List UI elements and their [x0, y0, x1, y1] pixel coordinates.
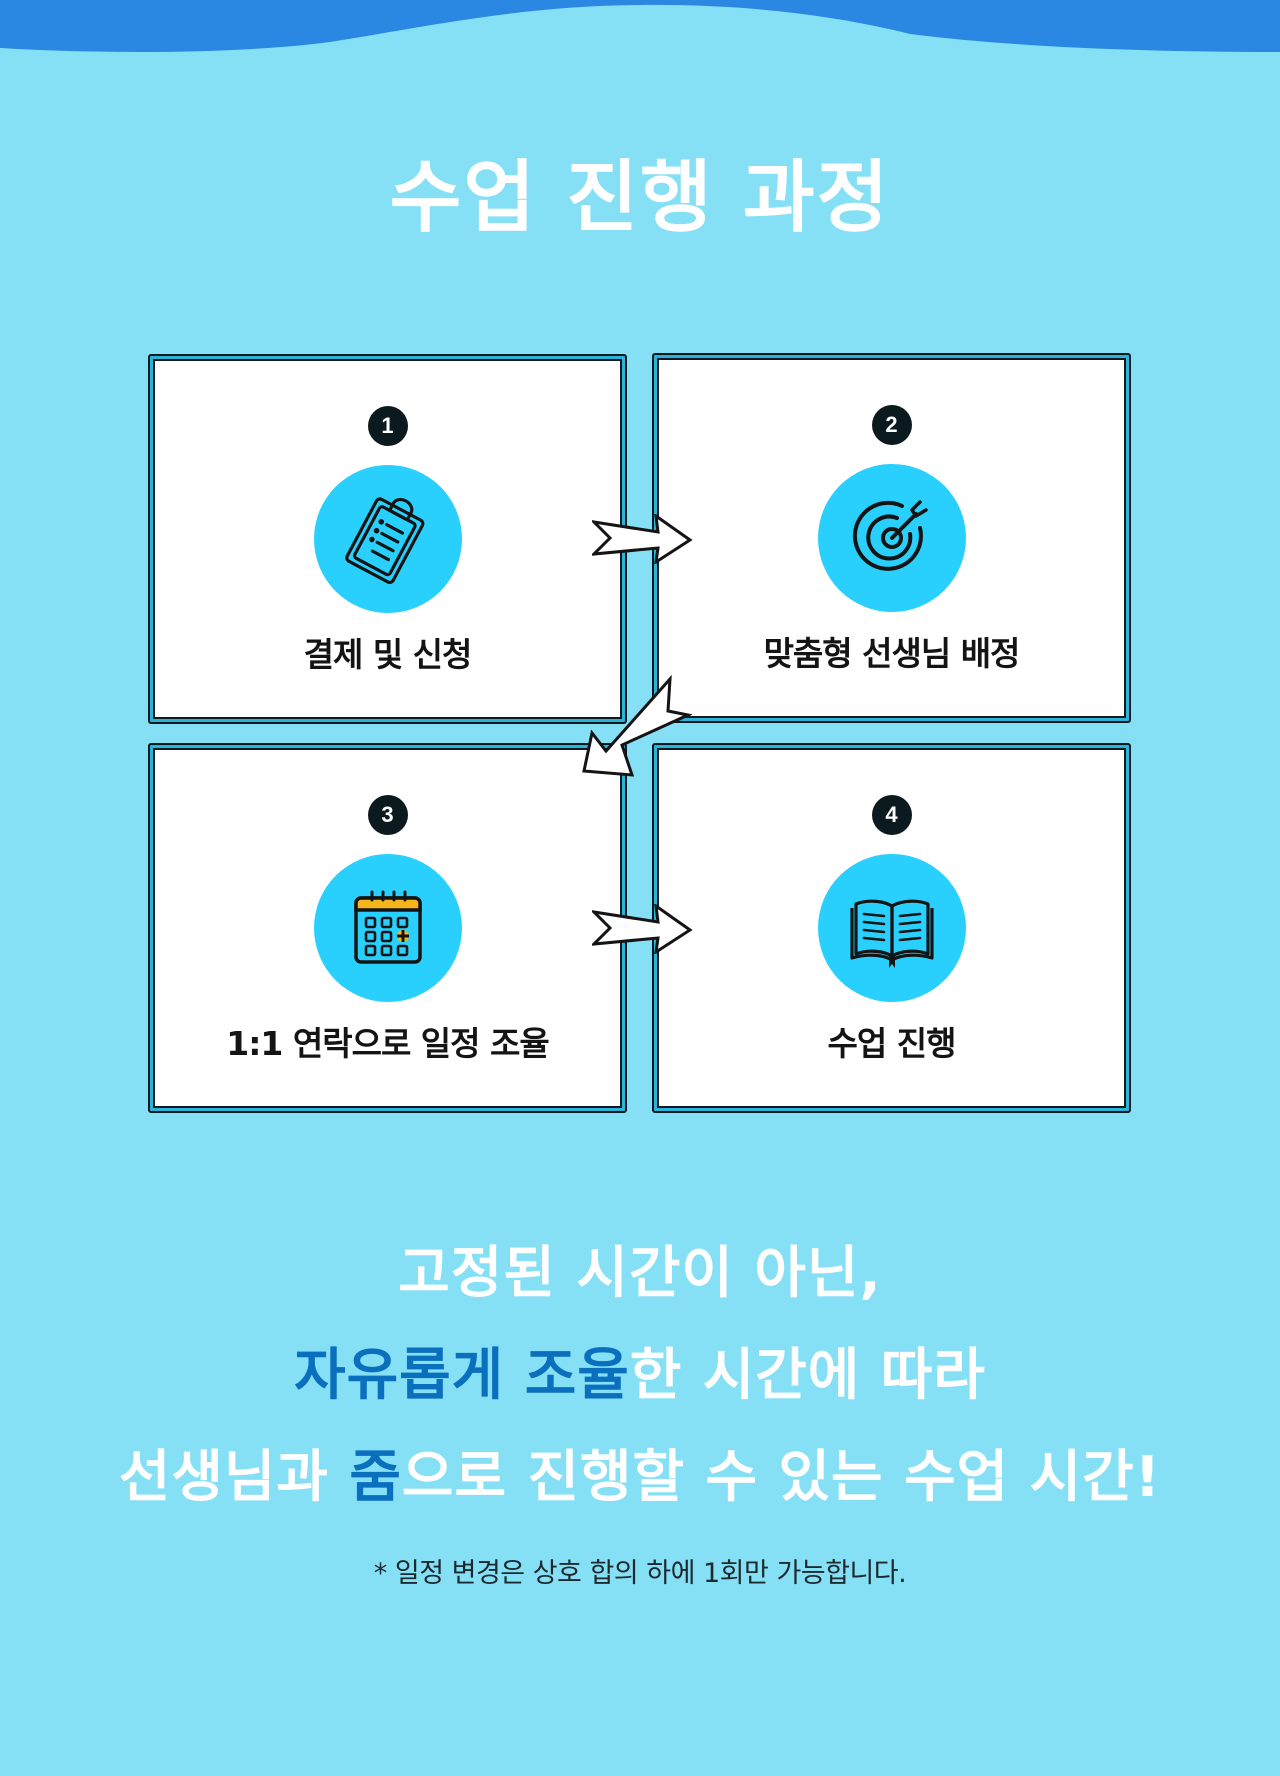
message-text: 고정된 시간이 아닌,: [398, 1241, 882, 1306]
message-line-1: 고정된 시간이 아닌,: [0, 1228, 1280, 1309]
step-card-4: 4 수업 진행: [652, 743, 1131, 1113]
message-text: 으로 진행할 수 있는 수업 시간!: [401, 1445, 1162, 1510]
step-icon-circle: [313, 854, 462, 1002]
top-wave-decoration: [0, 0, 1280, 52]
footnote: * 일정 변경은 상호 합의 하에 1회만 가능합니다.: [373, 1558, 907, 1589]
step-icon-circle: [313, 465, 462, 613]
step-icon-circle: [817, 464, 966, 612]
step-card-2: 2 맞춤형 선생님 배정: [652, 353, 1131, 723]
arrow-right-icon: [592, 514, 693, 564]
step-icon-circle: [817, 854, 966, 1002]
message-text: 선생님과: [118, 1445, 350, 1510]
step-number-badge: 4: [871, 795, 912, 835]
step-label: 수업 진행: [827, 1024, 957, 1063]
arrow-down-left-icon: [582, 675, 692, 777]
page-title: 수업 진행 과정: [389, 153, 891, 243]
step-label: 맞춤형 선생님 배정: [763, 634, 1021, 673]
arrow-right-icon: [592, 904, 693, 954]
message-line-2: 자유롭게 조율한 시간에 따라: [0, 1330, 1280, 1411]
message-highlight: 자유롭게 조율: [294, 1343, 630, 1408]
calendar-icon: [353, 890, 422, 964]
step-number-badge: 1: [367, 406, 408, 446]
open-book-icon: [849, 899, 934, 968]
clipboard-icon: [344, 497, 424, 585]
step-card-1: 1 결제 및 신청: [148, 354, 627, 724]
message-line-3: 선생님과 줌으로 진행할 수 있는 수업 시간!: [0, 1432, 1280, 1513]
step-number-badge: 3: [367, 795, 408, 835]
step-label: 1:1 연락으로 일정 조율: [226, 1024, 549, 1063]
message-highlight: 줌: [349, 1445, 402, 1510]
target-icon: [852, 500, 928, 571]
step-label: 결제 및 신청: [303, 635, 473, 674]
message-text: 한 시간에 따라: [629, 1343, 986, 1408]
step-number-badge: 2: [871, 405, 912, 445]
step-card-3: 3 1:1 연락으로 일정 조율: [148, 743, 627, 1113]
